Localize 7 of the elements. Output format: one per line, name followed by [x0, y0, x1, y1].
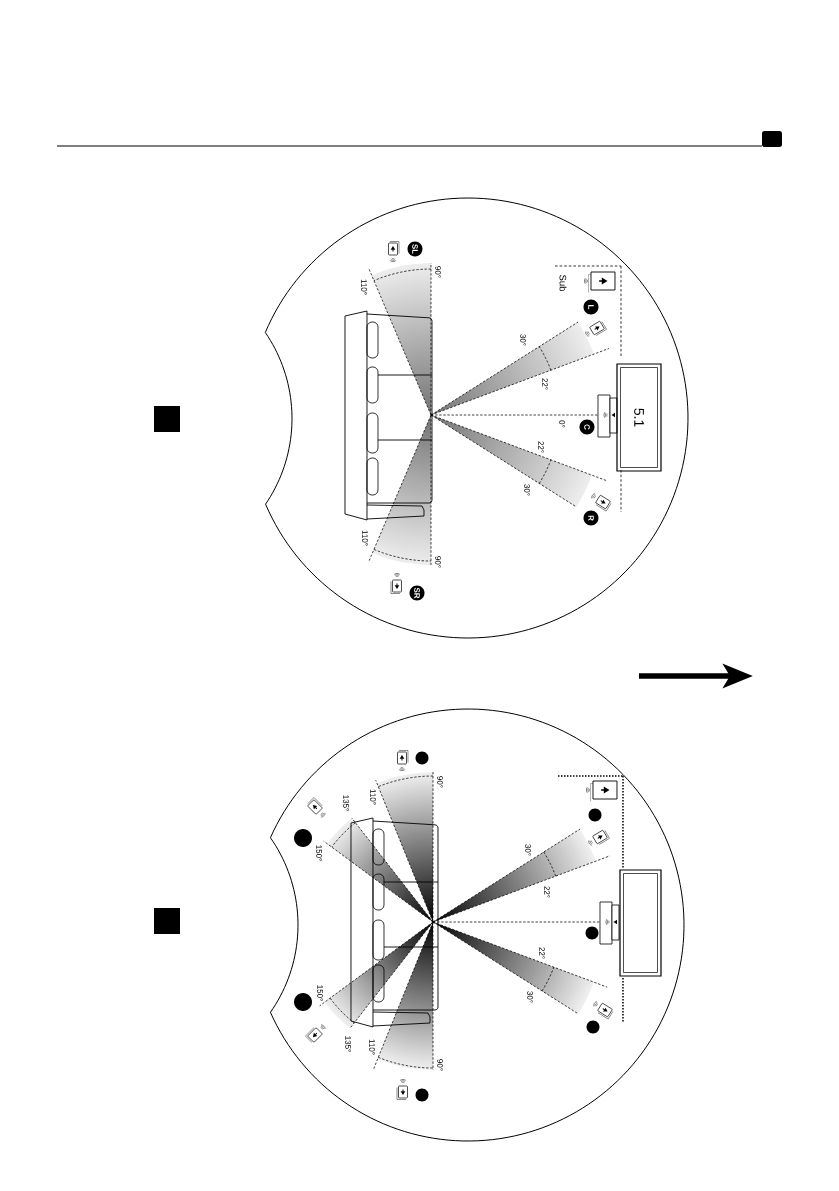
position-dot [294, 993, 312, 1011]
room-plan [264, 197, 689, 639]
tv-screen: 5.1 [616, 363, 662, 472]
speaker-label: Sub [559, 275, 567, 292]
position-dot [294, 829, 312, 847]
room-plan [269, 708, 685, 1142]
tv-screen [619, 869, 662, 977]
